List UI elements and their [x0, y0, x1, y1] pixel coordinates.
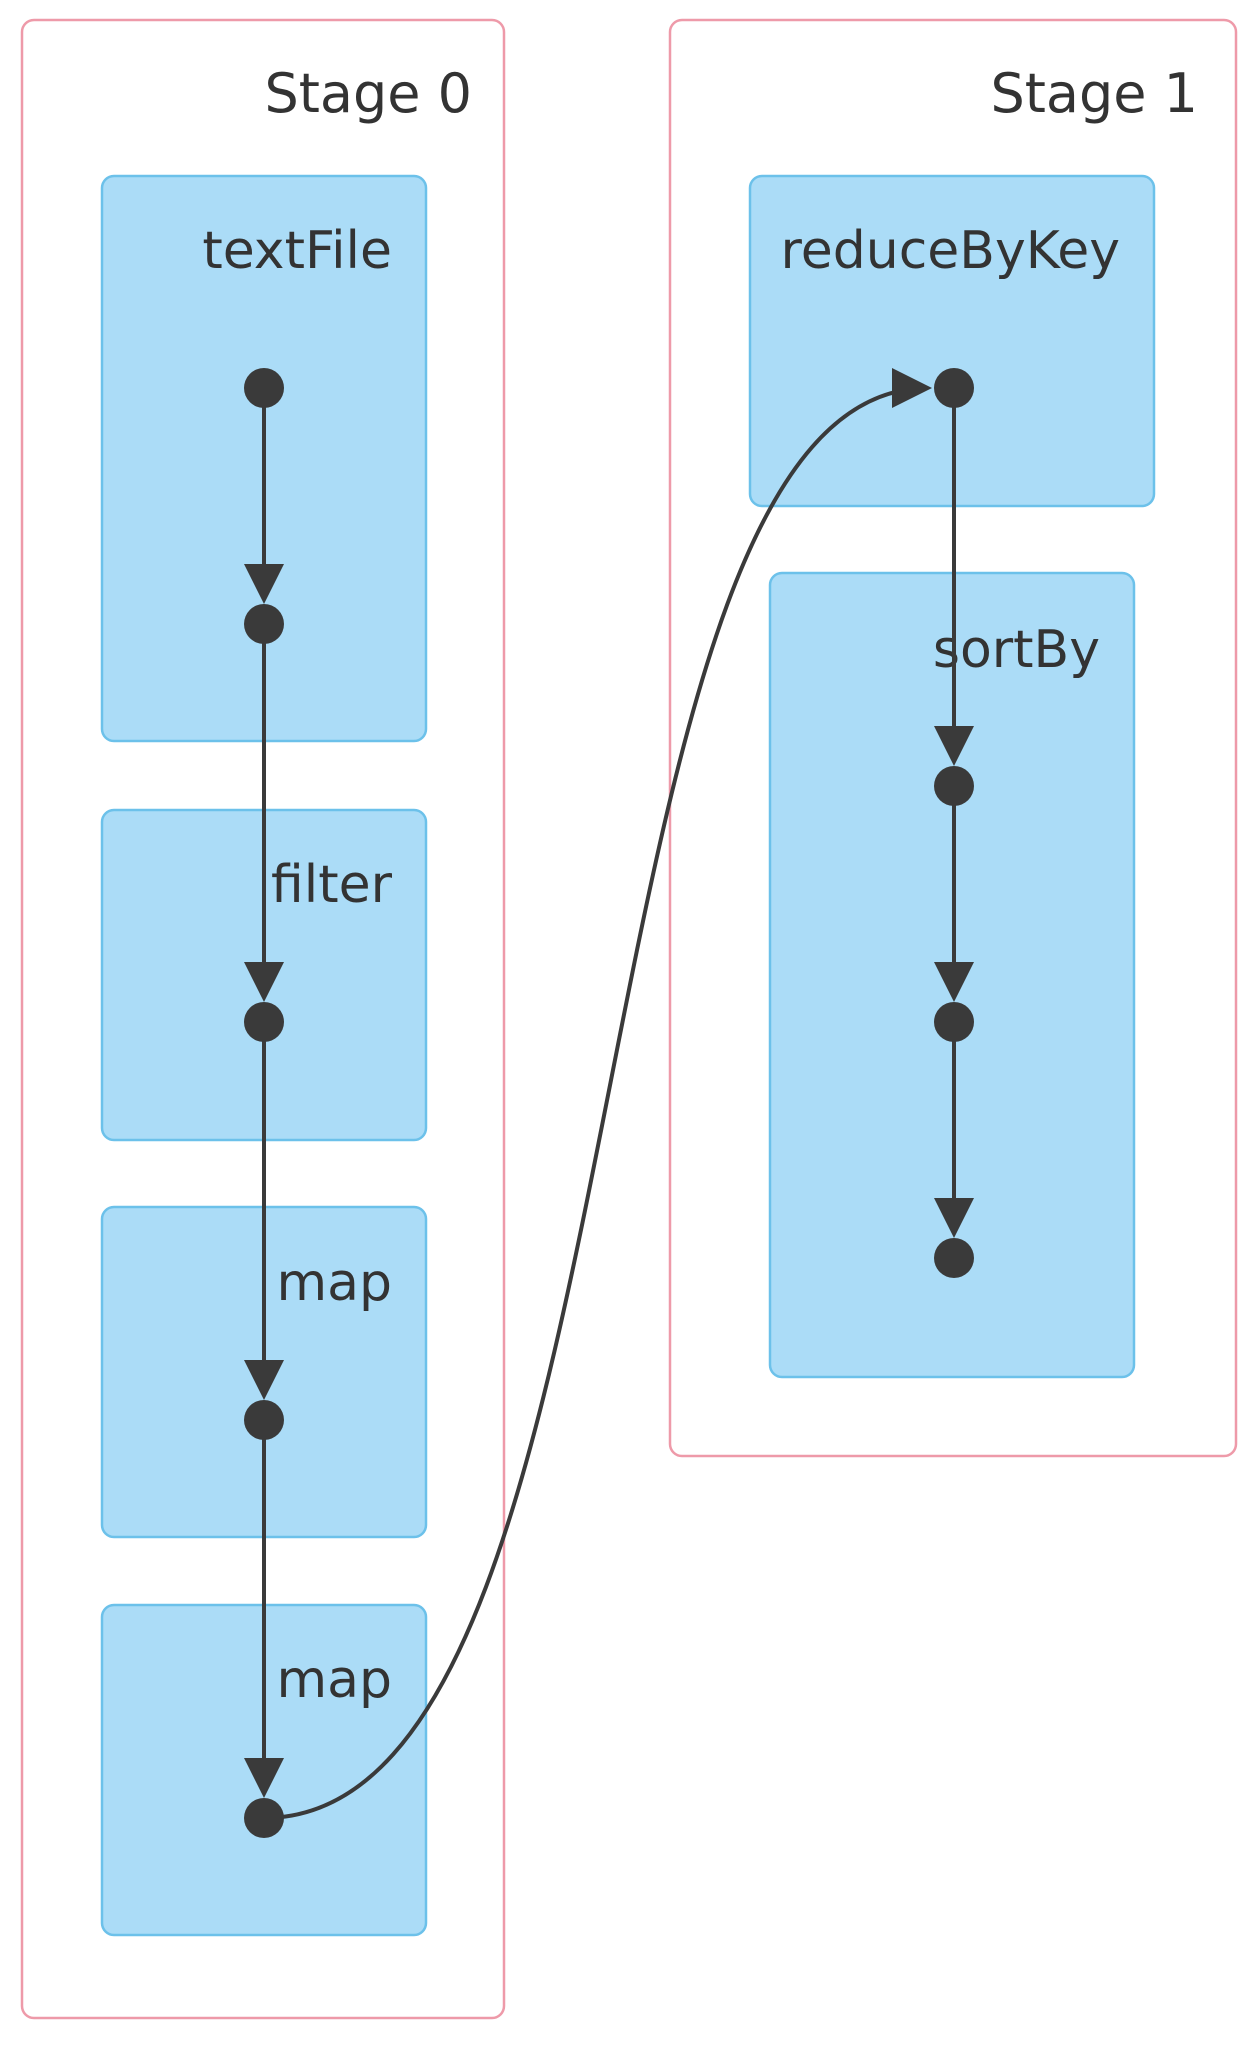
rdd-node[interactable]	[244, 1798, 284, 1838]
stage-1-label: Stage 1	[990, 62, 1198, 125]
rdd-node[interactable]	[244, 368, 284, 408]
rdd-node[interactable]	[934, 368, 974, 408]
operation-reducebykey-label: reduceByKey	[781, 221, 1121, 281]
edge-shuffle-map-to-reducebykey	[263, 368, 932, 1820]
operation-filter-label: filter	[271, 855, 393, 915]
rdd-node[interactable]	[244, 1002, 284, 1042]
operation-sortby-label: sortBy	[933, 620, 1100, 680]
operation-map-1-label: map	[276, 1253, 392, 1313]
dag-edges	[244, 368, 974, 1820]
rdd-node[interactable]	[934, 1002, 974, 1042]
dag-nodes	[244, 368, 974, 1838]
rdd-node[interactable]	[934, 766, 974, 806]
rdd-node[interactable]	[244, 1400, 284, 1440]
rdd-node[interactable]	[244, 604, 284, 644]
stage-0-label: Stage 0	[264, 62, 472, 125]
rdd-node[interactable]	[934, 1238, 974, 1278]
operation-textfile-label: textFile	[202, 221, 392, 281]
operation-map-2-label: map	[276, 1650, 392, 1710]
